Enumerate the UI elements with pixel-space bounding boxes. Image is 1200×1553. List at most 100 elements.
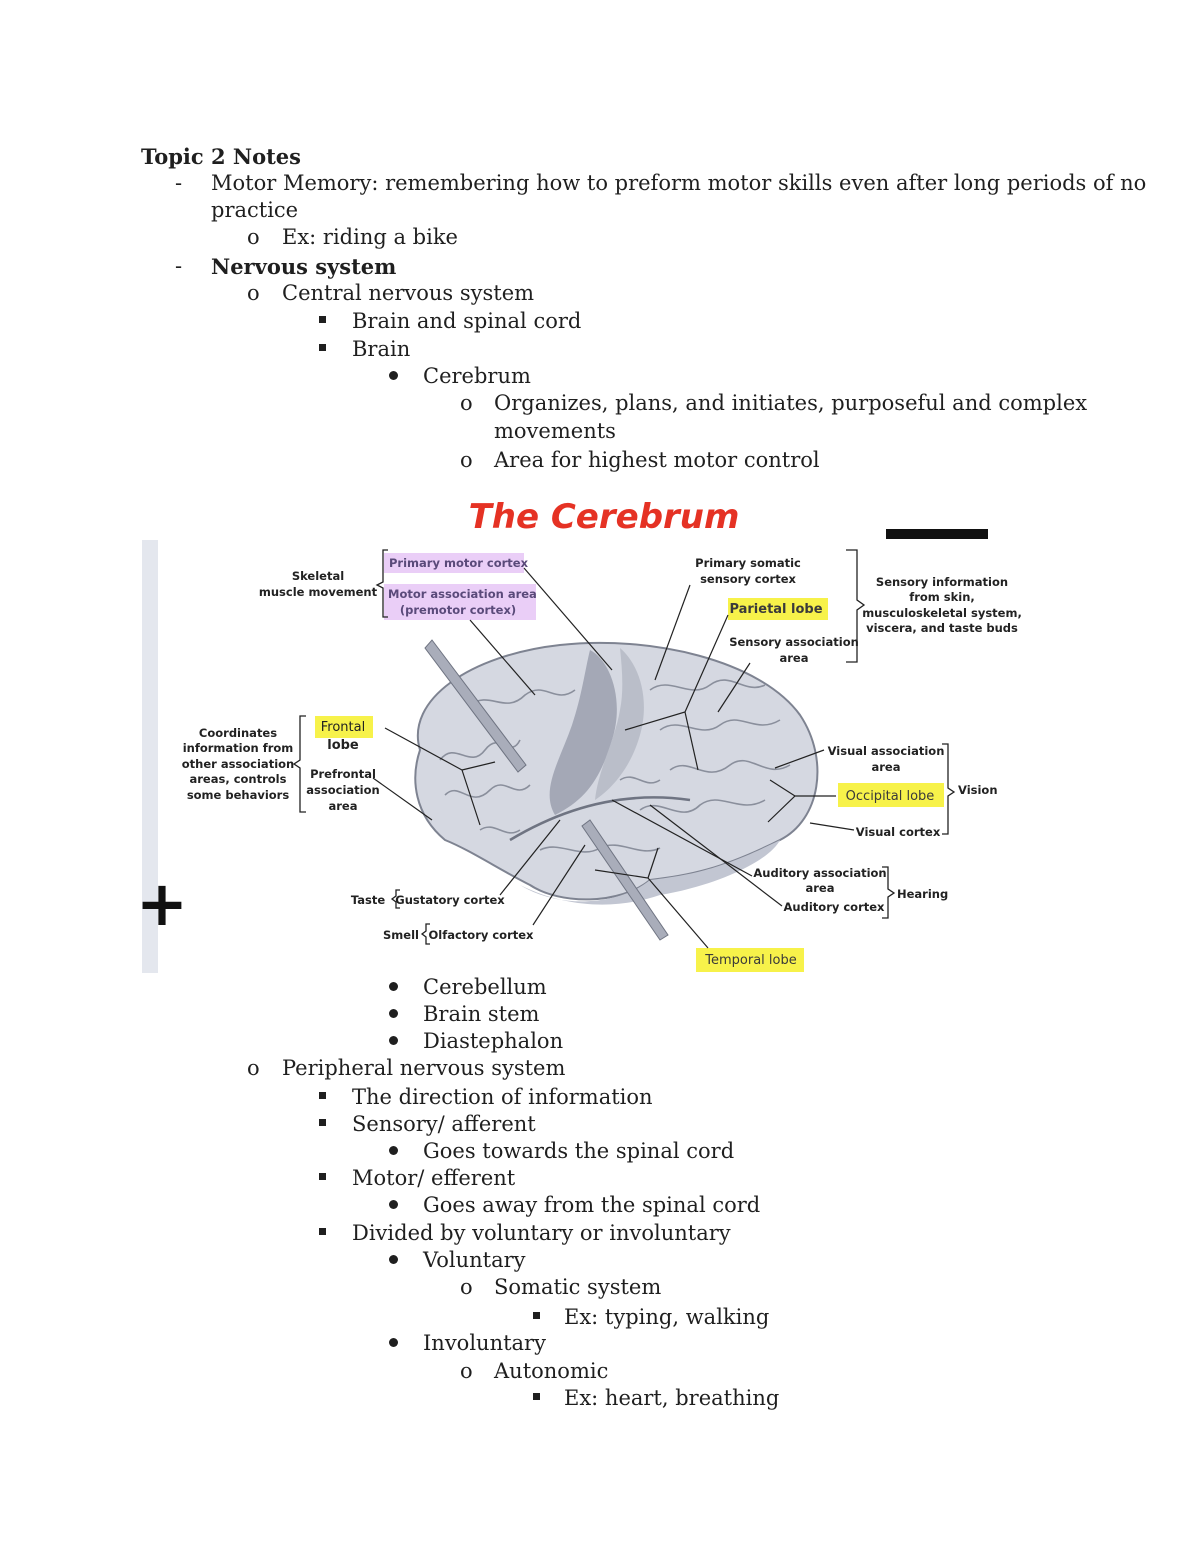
list-item: Area for highest motor control [494, 448, 820, 472]
square-bullet [319, 1173, 326, 1180]
label-visual-cortex: Visual cortex [856, 825, 941, 839]
dot-bullet [389, 1255, 398, 1264]
sidebar-strip [142, 540, 158, 973]
label-auditory-assoc: Auditory association [753, 866, 886, 880]
circle-bullet: o [460, 448, 473, 472]
label-prefrontal: association [306, 783, 379, 797]
label-auditory-assoc: area [806, 881, 835, 895]
dot-bullet [389, 1146, 398, 1155]
page-title: Topic 2 Notes [141, 144, 301, 169]
list-item: Motor Memory: remembering how to preform… [211, 171, 1147, 195]
label-vision: Vision [958, 783, 998, 797]
highlight-yellow [838, 783, 944, 807]
highlight-purple [384, 584, 536, 620]
leader-lines [372, 567, 855, 949]
braces [292, 549, 956, 945]
brain-illustration [414, 639, 819, 941]
label-auditory-cortex: Auditory cortex [784, 900, 886, 914]
dot-bullet [389, 1036, 398, 1045]
label-visual-assoc: area [872, 760, 901, 774]
list-item: Central nervous system [282, 281, 535, 305]
label-gustatory: Gustatory cortex [395, 893, 505, 907]
label-coordinates: information from [183, 741, 294, 755]
label-taste: Taste [351, 893, 385, 907]
dot-bullet [389, 371, 398, 380]
list-item: Sensory/ afferent [352, 1112, 536, 1136]
dash-bullet: - [175, 171, 183, 195]
label-olfactory: Olfactory cortex [429, 928, 535, 942]
square-bullet [533, 1393, 540, 1400]
label-prefrontal: Prefrontal [310, 767, 376, 781]
label-sensory-info: from skin, [909, 590, 975, 604]
highlight-purple [384, 553, 524, 573]
list-item: Organizes, plans, and initiates, purpose… [494, 391, 1088, 415]
label-sensory-assoc: area [780, 651, 809, 665]
cerebrum-figure: The Cerebrum + [136, 497, 1022, 973]
list-item: Autonomic [494, 1359, 609, 1383]
square-bullet [319, 316, 326, 323]
highlight-yellow [696, 948, 804, 972]
circle-bullet: o [460, 391, 473, 415]
list-item: Goes away from the spinal cord [423, 1193, 761, 1217]
label-skeletal: muscle movement [259, 585, 378, 599]
list-item: Ex: heart, breathing [564, 1386, 780, 1410]
list-item: Somatic system [494, 1275, 662, 1299]
label-frontal: lobe [327, 738, 359, 753]
label-visual-assoc: Visual association [828, 744, 945, 758]
label-coordinates: Coordinates [199, 726, 277, 740]
list-item: The direction of information [352, 1085, 653, 1109]
circle-bullet: o [460, 1359, 473, 1383]
dot-bullet [389, 1200, 398, 1209]
label-coordinates: some behaviors [187, 788, 290, 802]
list-item: Goes towards the spinal cord [423, 1139, 735, 1163]
square-bullet [319, 1092, 326, 1099]
label-primary-motor: Primary motor cortex [389, 556, 529, 570]
figure-title: The Cerebrum [469, 497, 740, 537]
highlight-yellow [315, 716, 373, 738]
label-primary-somatic: sensory cortex [700, 572, 796, 586]
square-bullet [319, 1119, 326, 1126]
list-item: Motor/ efferent [352, 1166, 516, 1190]
list-item: Involuntary [423, 1331, 546, 1355]
list-item: Cerebrum [423, 364, 531, 388]
dot-bullet [389, 1338, 398, 1347]
label-prefrontal: area [329, 799, 358, 813]
label-temporal: Temporal lobe [704, 953, 796, 968]
list-item: Divided by voluntary or involuntary [352, 1221, 731, 1245]
list-item: Brain and spinal cord [352, 309, 582, 333]
list-item: Diastephalon [423, 1029, 564, 1053]
label-primary-somatic: Primary somatic [695, 556, 801, 570]
list-item: Peripheral nervous system [282, 1056, 566, 1080]
list-item: movements [494, 419, 616, 443]
black-bar [886, 529, 988, 539]
label-sensory-assoc: Sensory association [729, 635, 859, 649]
label-frontal: Frontal [321, 720, 365, 735]
label-motor-assoc: (premotor cortex) [400, 603, 516, 617]
circle-bullet: o [247, 281, 260, 305]
dash-bullet: - [175, 254, 183, 278]
circle-bullet: o [247, 225, 260, 249]
section-heading: Nervous system [211, 254, 397, 279]
square-bullet [319, 1228, 326, 1235]
dot-bullet [389, 982, 398, 991]
label-parietal: Parietal lobe [729, 602, 822, 617]
label-sensory-info: viscera, and taste buds [866, 621, 1018, 635]
square-bullet [319, 344, 326, 351]
label-smell: Smell [383, 928, 419, 942]
list-item: Voluntary [423, 1248, 526, 1272]
highlight-yellow [728, 598, 828, 620]
label-hearing: Hearing [897, 887, 948, 901]
label-coordinates: other association [182, 757, 294, 771]
label-motor-assoc: Motor association area [388, 587, 537, 601]
list-item: practice [211, 198, 299, 222]
label-occipital: Occipital lobe [846, 789, 935, 804]
list-item: Cerebellum [423, 975, 547, 999]
list-item: Ex: riding a bike [282, 225, 458, 249]
label-coordinates: areas, controls [190, 772, 287, 786]
dot-bullet [389, 1009, 398, 1018]
list-item: Brain stem [423, 1002, 540, 1026]
list-item: Ex: typing, walking [564, 1305, 770, 1329]
circle-bullet: o [247, 1056, 260, 1080]
plus-icon: + [136, 867, 188, 940]
label-sensory-info: Sensory information [876, 575, 1008, 589]
